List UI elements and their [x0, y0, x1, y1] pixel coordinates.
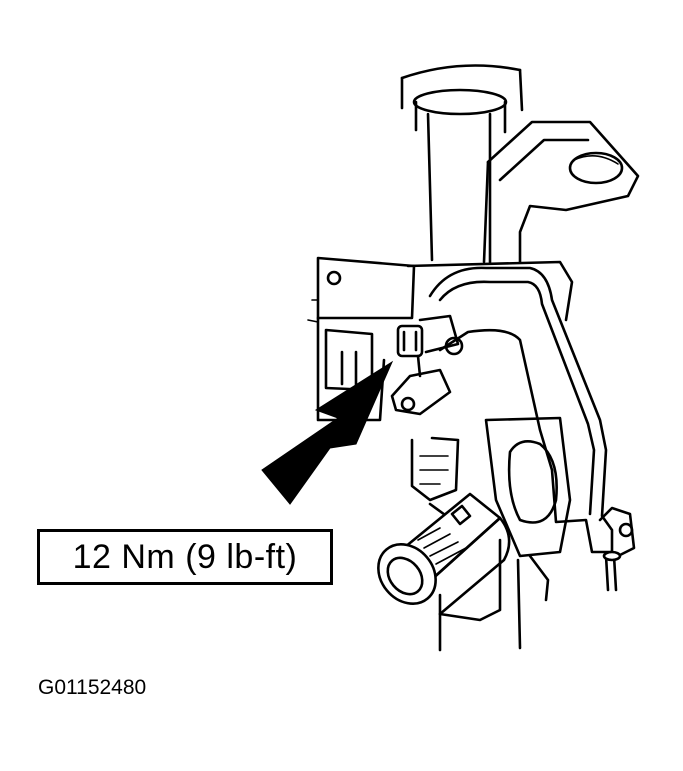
torque-spec-label: 12 Nm (9 lb-ft) — [72, 537, 298, 576]
lock-cylinder — [377, 492, 511, 616]
figure-id-label: G01152480 — [38, 676, 147, 699]
upper-mounting-bracket — [482, 120, 640, 264]
torque-spec-callout: 12 Nm (9 lb-ft) — [37, 529, 333, 585]
torque-pointer-arrow — [261, 360, 394, 505]
lower-clamp-tab — [390, 354, 452, 416]
mounting-bolt — [396, 314, 464, 358]
steering-column-tube — [400, 64, 524, 652]
lock-actuator-arm — [428, 266, 636, 592]
